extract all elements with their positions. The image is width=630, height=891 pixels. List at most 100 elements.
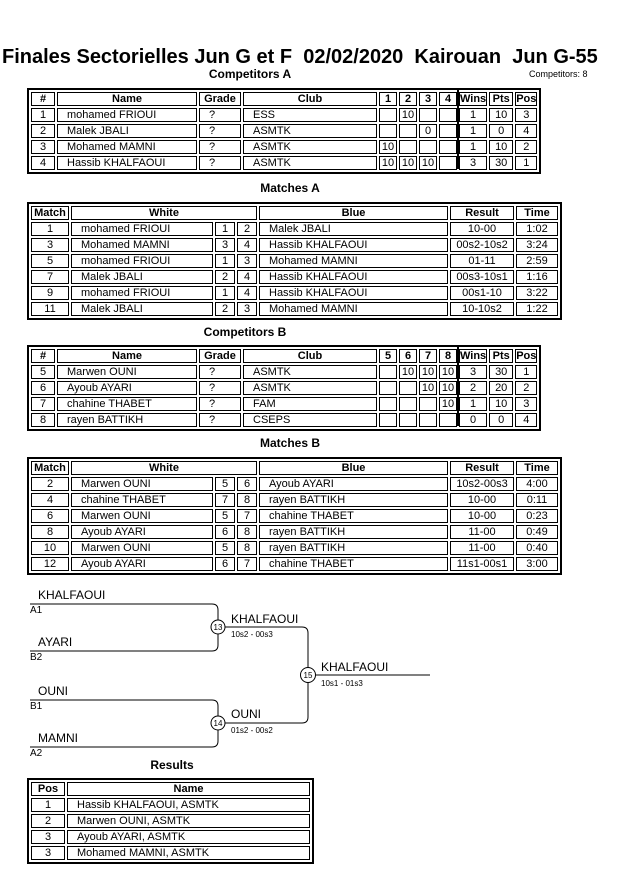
table-cell: 30: [489, 156, 514, 170]
table-cell: ?: [199, 365, 241, 379]
table-cell: chahine THABET: [71, 493, 213, 507]
table-cell: Hassib KHALFAOUI: [259, 270, 448, 284]
table-cell: Hassib KHALFAOUI, ASMTK: [67, 798, 310, 812]
table-cell: 6: [237, 477, 257, 491]
table-cell: Marwen OUNI: [71, 541, 213, 555]
table-cell: 8: [31, 413, 55, 427]
table-cell: Malek JBALI: [259, 222, 448, 236]
table-cell: 1: [31, 108, 55, 122]
table-cell: 6: [215, 557, 235, 571]
column-header: Pts: [489, 92, 514, 106]
table-cell: 3: [515, 397, 538, 411]
table-cell: 1: [215, 286, 235, 300]
table-cell: 10: [399, 108, 417, 122]
table-cell: [379, 397, 397, 411]
table-cell: 2: [31, 477, 69, 491]
table-cell: Hassib KHALFAOUI: [259, 238, 448, 252]
column-header: Name: [57, 92, 197, 106]
column-header: 1: [379, 92, 397, 106]
table-cell: ?: [199, 381, 241, 395]
table-cell: 30: [489, 365, 514, 379]
table-cell: [439, 108, 457, 122]
table-cell: 7: [31, 397, 55, 411]
table-cell: 10: [419, 156, 437, 170]
semifinal-1-winner: KHALFAOUI: [231, 612, 299, 626]
table-cell: 3: [515, 108, 538, 122]
table-cell: 00s3-10s1: [450, 270, 514, 284]
table-cell: mohamed FRIOUI: [57, 108, 197, 122]
page-title: Finales Sectorielles Jun G et F 02/02/20…: [2, 46, 598, 68]
column-header: Name: [57, 349, 197, 363]
table-cell: [439, 124, 457, 138]
table-cell: 0: [459, 413, 488, 427]
table-cell: 2: [215, 270, 235, 284]
column-header: 2: [399, 92, 417, 106]
table-cell: rayen BATTIKH: [259, 525, 448, 539]
table-cell: ASMTK: [243, 156, 377, 170]
table-cell: 10: [439, 397, 457, 411]
column-header: Blue: [259, 206, 448, 220]
table-cell: Hassib KHALFAOUI: [57, 156, 197, 170]
table-cell: 2: [237, 222, 257, 236]
table-cell: 1: [459, 124, 488, 138]
table-cell: 0:23: [516, 509, 558, 523]
table-cell: 8: [237, 525, 257, 539]
table-cell: 3: [237, 254, 257, 268]
bracket-entry-seed: A2: [30, 748, 43, 759]
table-cell: 10-00: [450, 509, 514, 523]
table-cell: [379, 124, 397, 138]
table-cell: [399, 140, 417, 154]
table-cell: 8: [237, 541, 257, 555]
table-cell: chahine THABET: [259, 557, 448, 571]
table-cell: 10-00: [450, 222, 514, 236]
table-cell: mohamed FRIOUI: [71, 286, 213, 300]
table-cell: 10: [439, 365, 457, 379]
table-cell: 0:11: [516, 493, 558, 507]
table-cell: 5: [215, 509, 235, 523]
semifinal-2-winner: OUNI: [231, 707, 261, 721]
table-cell: 1:02: [516, 222, 558, 236]
column-header: Grade: [199, 349, 241, 363]
table-cell: Ayoub AYARI, ASMTK: [67, 830, 310, 844]
match-14-number: 14: [214, 719, 223, 728]
bracket-entry-name: OUNI: [38, 684, 68, 698]
column-header: Club: [243, 349, 377, 363]
column-header: Result: [450, 461, 514, 475]
table-cell: [379, 381, 397, 395]
table-cell: Ayoub AYARI: [259, 477, 448, 491]
table-cell: 1: [215, 222, 235, 236]
table-cell: 10: [489, 140, 514, 154]
table-cell: ASMTK: [243, 365, 377, 379]
table-cell: 4:00: [516, 477, 558, 491]
table-cell: [399, 397, 417, 411]
table-cell: 11: [31, 302, 69, 316]
bracket-entry-name: MAMNI: [38, 731, 78, 745]
column-header: White: [71, 206, 257, 220]
table-cell: 2:59: [516, 254, 558, 268]
table-cell: 10: [419, 381, 437, 395]
table-cell: 3:24: [516, 238, 558, 252]
table-cell: Mohamed MAMNI: [259, 254, 448, 268]
column-header: 5: [379, 349, 397, 363]
table-cell: 10: [419, 365, 437, 379]
table-cell: [379, 108, 397, 122]
match-15-number: 15: [304, 671, 313, 680]
bracket-entry-seed: B1: [30, 701, 43, 712]
